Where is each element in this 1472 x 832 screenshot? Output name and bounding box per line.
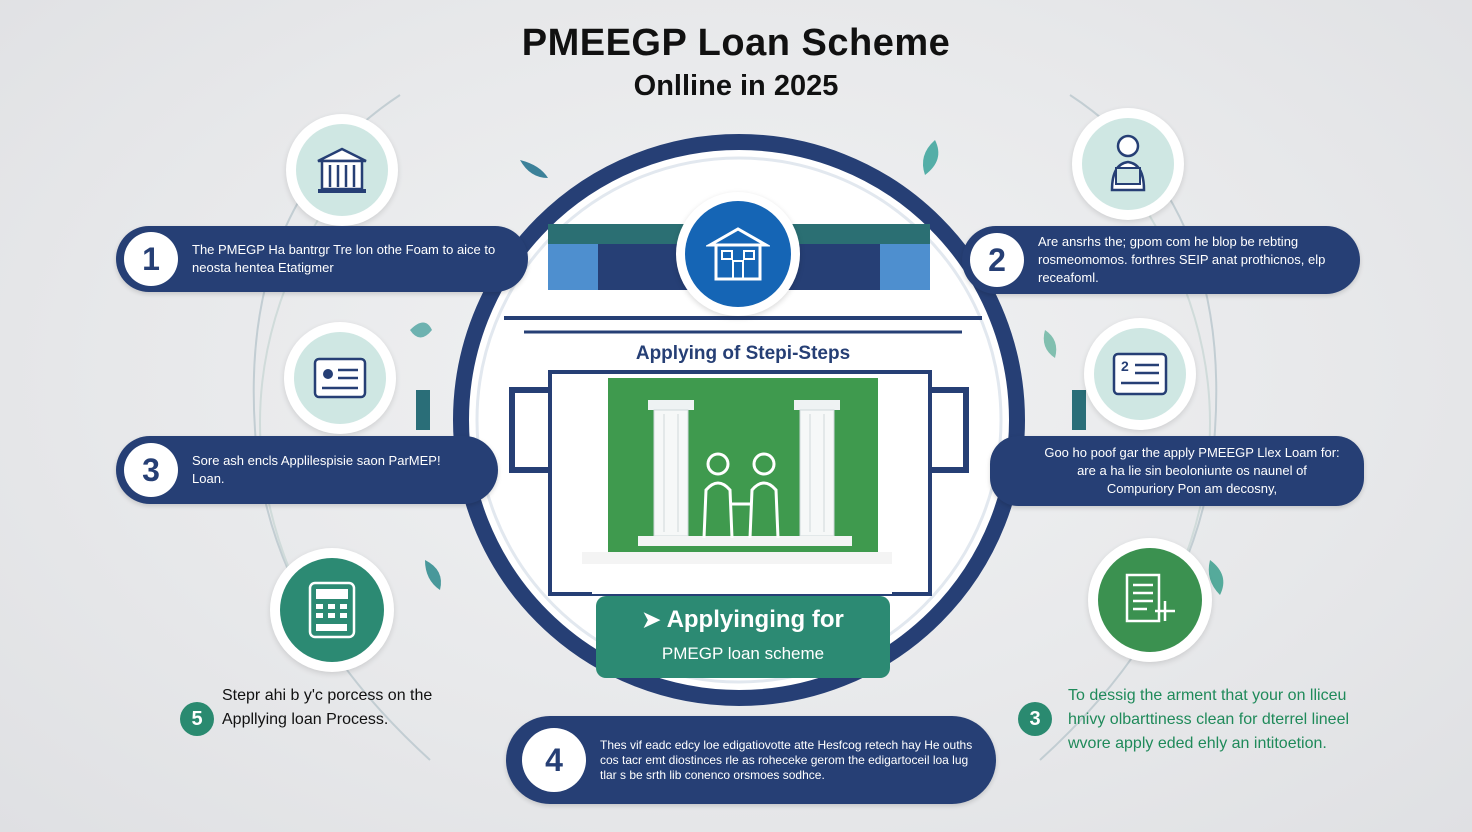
page-subtitle: Onlline in 2025 (633, 70, 839, 102)
arrow-icon: ➤ (642, 607, 661, 632)
step-3-number: 3 (124, 443, 178, 497)
central-emblem (676, 192, 800, 316)
step-1-icon-circle (286, 114, 398, 226)
bank-building-icon (317, 147, 367, 193)
step-1-card: 1 The PMEGP Ha bantrgr Tre lon othe Foam… (116, 226, 528, 292)
center-card-subtitle: PMEGP loan scheme (661, 644, 825, 663)
building-illustration (638, 400, 852, 546)
person-document-icon (1110, 134, 1146, 192)
step-3-card: 3 Sore ash encls Applilespisie saon ParM… (116, 436, 498, 504)
center-card-title: ➤Applyinging for (642, 606, 844, 633)
step-3-icon-circle (284, 322, 396, 434)
page-title: PMEEGP Loan Scheme (521, 22, 951, 64)
step-right-3-text: Goo ho poof gar the apply PMEEGP Llex Lo… (1044, 445, 1340, 496)
step-5-icon-circle (270, 548, 394, 672)
step-1-text: The PMEGP Ha bantrgr Tre lon othe Foam t… (192, 242, 496, 275)
steps-label: Applying of Stepi-Steps (635, 343, 851, 364)
id-card-icon (313, 357, 367, 399)
step-right-3-card: Goo ho poof gar the apply PMEEGP Llex Lo… (990, 436, 1364, 506)
step-1-number: 1 (124, 232, 178, 286)
step-right-5-badge: 3 (1018, 702, 1052, 736)
form-numbered-icon: 2 (1112, 352, 1168, 396)
step-5-badge: 5 (180, 702, 214, 736)
svg-text:2: 2 (1121, 358, 1129, 374)
document-add-icon (1125, 573, 1175, 623)
step-2-card: 2 Are ansrhs the; gpom com he blop be re… (962, 226, 1360, 294)
house-icon (706, 227, 770, 281)
step-4-card: 4 Thes vif eadc edcy loe edigatiovotte a… (506, 716, 996, 804)
step-2-text: Are ansrhs the; gpom com he blop be rebt… (1038, 234, 1326, 285)
step-2-icon-circle (1072, 108, 1184, 220)
step-5-text: Stepr ahi b y'c porcess on the Appllying… (222, 687, 433, 728)
step-4-number: 4 (522, 728, 586, 792)
step-2-number: 2 (970, 233, 1024, 287)
calculator-icon (308, 581, 356, 639)
step-3-text: Sore ash encls Applilespisie saon ParMEP… (192, 453, 441, 486)
step-right-5-text: To dessig the arment that your on lliceu… (1068, 687, 1350, 752)
step-right-3-icon-circle: 2 (1084, 318, 1196, 430)
center-card: ➤Applyinging for PMEGP loan scheme (596, 596, 890, 678)
step-4-text: Thes vif eadc edcy loe edigatiovotte att… (600, 737, 973, 782)
step-right-5-icon-circle (1088, 538, 1212, 662)
